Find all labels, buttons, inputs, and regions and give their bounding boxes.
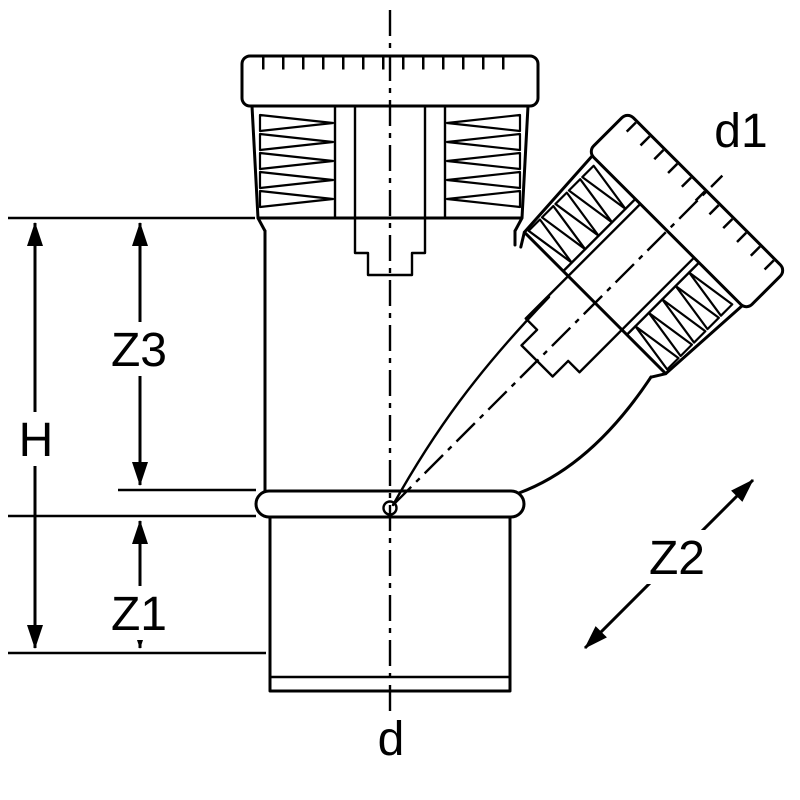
- label-z3-backdrop: [102, 322, 178, 376]
- branch-ribs-lower: [634, 271, 734, 371]
- label-h: H: [19, 414, 54, 467]
- top-socket-inner-walls: [333, 104, 447, 220]
- top-ribs-left: [258, 113, 335, 209]
- branch-axis-centerline: [391, 174, 724, 507]
- label-d1: d1: [714, 105, 767, 158]
- top-ribs-right: [445, 113, 522, 209]
- label-h-backdrop: [10, 412, 62, 466]
- label-z3: Z3: [111, 324, 167, 377]
- label-z2: Z2: [649, 532, 705, 585]
- branch-ribs-upper: [527, 164, 627, 264]
- branch-lower-wall-curve: [517, 375, 653, 495]
- label-z1-backdrop: [102, 586, 178, 640]
- centerlines: [382, 10, 724, 712]
- label-z2-backdrop: [638, 530, 718, 584]
- top-inner-pipe: [353, 104, 427, 277]
- top-socket-body: [250, 104, 530, 233]
- labels: H Z3 Z1 Z2 d1 d: [10, 105, 768, 766]
- label-z1: Z1: [111, 588, 167, 641]
- branch-crotch-curve: [391, 295, 551, 507]
- pipe-upper-walls: [263, 229, 517, 493]
- axis-intersection-marker: [382, 500, 398, 516]
- label-d: d: [378, 713, 405, 766]
